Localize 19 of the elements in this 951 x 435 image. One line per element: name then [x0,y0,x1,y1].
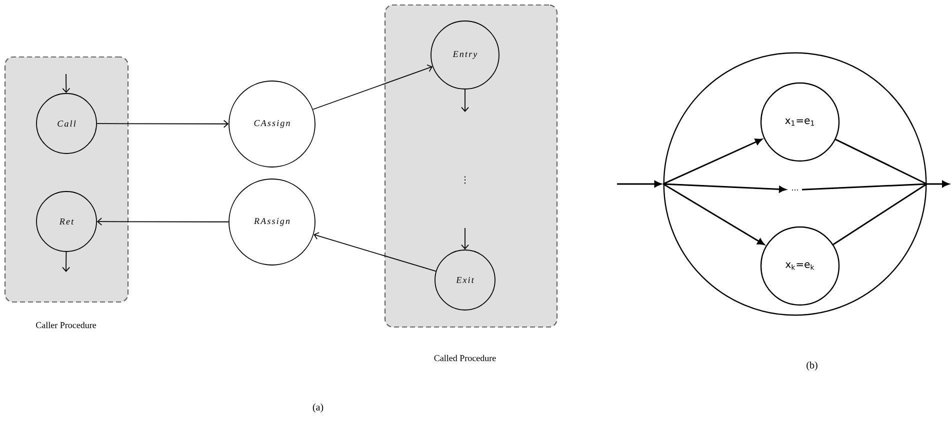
panel-label: (a) [312,403,324,413]
arrow [663,183,786,193]
box-heading: Caller Procedure [36,322,96,328]
arrow [926,180,950,188]
arrow [96,120,229,128]
panel-label: (b) [806,361,818,371]
arrow [312,64,433,110]
arrow [662,183,765,246]
arrow [662,138,762,185]
arrow [461,89,469,112]
arrow [62,252,70,272]
arrow [617,180,662,188]
composite-circle [663,52,927,316]
ellipsis-text: ⋮ [464,176,466,184]
arrow [314,232,436,272]
box-heading: Called Procedure [434,354,496,362]
arrow [96,218,229,226]
arrow [62,74,70,94]
arrow [461,228,469,250]
